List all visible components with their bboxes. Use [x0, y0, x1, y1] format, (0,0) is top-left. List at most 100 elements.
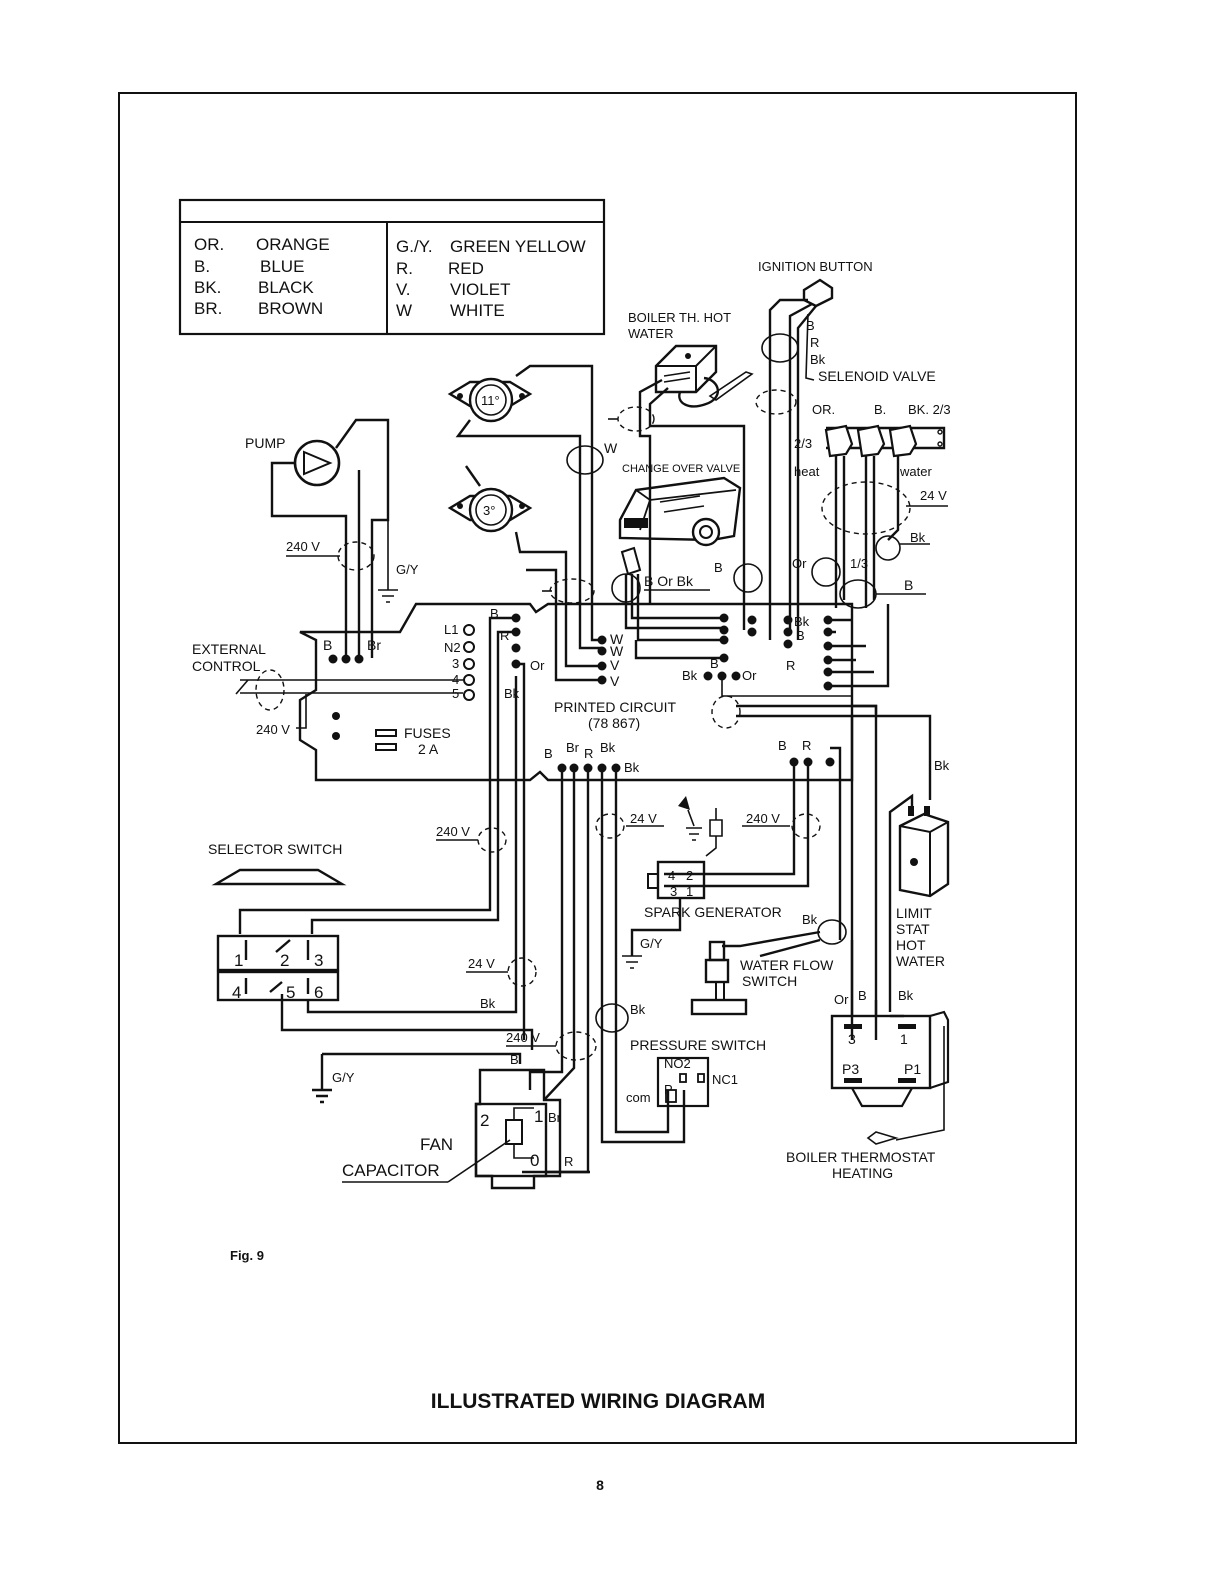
selector-switch: SELECTOR SWITCH 1 2 3 4 5 6 24 V Bk [208, 841, 537, 1050]
svg-text:heat: heat [794, 464, 820, 479]
svg-text:B: B [710, 656, 719, 671]
svg-text:com: com [626, 1090, 651, 1105]
diagram-title: ILLUSTRATED WIRING DIAGRAM [431, 1390, 765, 1413]
boiler-th-label: WATER [628, 326, 674, 341]
svg-text:B: B [904, 577, 913, 593]
change-over-valve: CHANGE OVER VALVE B Or Bk [611, 463, 742, 663]
svg-text:3: 3 [848, 1031, 856, 1047]
page-number: 8 [596, 1477, 604, 1493]
thermostat-3: 3° [447, 465, 602, 682]
svg-text:4: 4 [232, 983, 241, 1002]
boiler-th-label: BOILER TH. HOT [628, 310, 731, 325]
svg-text:R: R [786, 658, 795, 673]
boiler-thermostat-heating: Or B Bk 3 1 P3 P1 BOILER THERMOSTAT HEAT… [786, 940, 950, 1181]
ignition-button: IGNITION BUTTON B R Bk SELENOID VALVE [755, 259, 936, 640]
svg-text:Bk: Bk [910, 530, 926, 545]
svg-text:Bk: Bk [480, 996, 496, 1011]
svg-text:B: B [778, 738, 787, 753]
legend-name: RED [448, 259, 484, 278]
svg-text:B.: B. [874, 402, 886, 417]
legend-name: BLACK [258, 278, 314, 297]
svg-text:6: 6 [314, 983, 323, 1002]
svg-text:R: R [584, 746, 593, 761]
legend-code: B. [194, 257, 210, 276]
svg-text:4: 4 [668, 868, 675, 883]
figure-number: Fig. 9 [230, 1248, 264, 1263]
legend-name: GREEN YELLOW [450, 237, 586, 256]
svg-text:BK. 2/3: BK. 2/3 [908, 402, 951, 417]
svg-text:R: R [564, 1154, 573, 1169]
svg-text:V: V [610, 673, 620, 689]
svg-text:Or: Or [742, 668, 757, 683]
fan: G/Y 2 1 0 Br R FAN CAPACITOR [312, 1052, 590, 1190]
limit-stat: Bk LIMIT STAT HOT WATER [852, 704, 950, 1012]
svg-text:Br: Br [566, 740, 580, 755]
svg-text:Or: Or [530, 658, 545, 673]
svg-text:B: B [806, 318, 815, 333]
external-control-label: EXTERNAL [192, 641, 266, 657]
pump-label: PUMP [245, 435, 285, 451]
svg-text:W: W [610, 643, 624, 659]
svg-text:Bk: Bk [624, 760, 640, 775]
legend-code: V. [396, 280, 411, 299]
svg-text:W: W [604, 440, 618, 456]
svg-text:Or: Or [834, 992, 849, 1007]
svg-text:2: 2 [480, 1111, 489, 1130]
page-frame [118, 92, 1077, 1444]
legend-code: BK. [194, 278, 221, 297]
pressure-switch: Bk PRESSURE SWITCH NO2 NC1 com P 240 V B [506, 1002, 766, 1108]
svg-text:240 V: 240 V [436, 824, 470, 839]
svg-text:2: 2 [280, 951, 289, 970]
limit-stat-label: WATER [896, 953, 945, 969]
svg-text:G/Y: G/Y [332, 1070, 355, 1085]
selenoid-valve-label: SELENOID VALVE [818, 368, 936, 384]
svg-text:R: R [500, 628, 509, 643]
svg-text:L1: L1 [444, 622, 458, 637]
svg-text:P3: P3 [842, 1061, 859, 1077]
external-control-label: CONTROL [192, 658, 261, 674]
svg-text:1: 1 [686, 884, 693, 899]
svg-text:Bk: Bk [504, 686, 520, 701]
capacitor-label: CAPACITOR [342, 1161, 440, 1180]
limit-stat-label: HOT [896, 937, 926, 953]
svg-text:Bk: Bk [934, 758, 950, 773]
thermostat-3-label: 3° [483, 503, 495, 518]
svg-text:V: V [610, 657, 620, 673]
svg-text:Br: Br [367, 637, 381, 653]
svg-text:3: 3 [670, 884, 677, 899]
svg-text:Bk: Bk [802, 912, 818, 927]
legend-code: BR. [194, 299, 222, 318]
thermostat-11-label: 11° [481, 393, 500, 408]
svg-text:B: B [490, 606, 499, 621]
svg-text:240 V: 240 V [286, 539, 320, 554]
svg-text:2: 2 [686, 868, 693, 883]
color-legend: OR. ORANGE B. BLUE BK. BLACK BR. BROWN G… [178, 198, 606, 336]
svg-text:24 V: 24 V [468, 956, 495, 971]
water-flow-switch-label: SWITCH [742, 973, 797, 989]
printed-circuit-board: PRINTED CIRCUIT (78 867) L1 N2 3 4 5 FUS… [298, 602, 854, 782]
svg-text:R: R [810, 335, 819, 350]
limit-stat-label: LIMIT [896, 905, 932, 921]
svg-text:W: W [610, 631, 624, 647]
legend-name: VIOLET [450, 280, 510, 299]
svg-text:B: B [858, 988, 867, 1003]
svg-text:240 V: 240 V [746, 811, 780, 826]
svg-text:B: B [544, 746, 553, 761]
svg-text:24 V: 24 V [920, 488, 947, 503]
legend-name: BROWN [258, 299, 323, 318]
svg-text:5: 5 [286, 983, 295, 1002]
external-control: EXTERNAL CONTROL 240 V [192, 641, 463, 737]
svg-text:B: B [323, 637, 332, 653]
svg-text:P1: P1 [904, 1061, 921, 1077]
svg-text:240 V: 240 V [506, 1030, 540, 1045]
legend-code: W [396, 301, 412, 320]
legend-name: BLUE [260, 257, 304, 276]
legend-code: R. [396, 259, 413, 278]
svg-text:NO2: NO2 [664, 1056, 691, 1071]
svg-text:1: 1 [900, 1031, 908, 1047]
svg-text:Bk: Bk [794, 614, 810, 629]
change-over-valve-label: CHANGE OVER VALVE [622, 463, 740, 475]
svg-text:Or: Or [792, 556, 807, 571]
svg-text:24 V: 24 V [630, 811, 657, 826]
pump: PUMP B Br 240 V G/Y [245, 418, 419, 664]
